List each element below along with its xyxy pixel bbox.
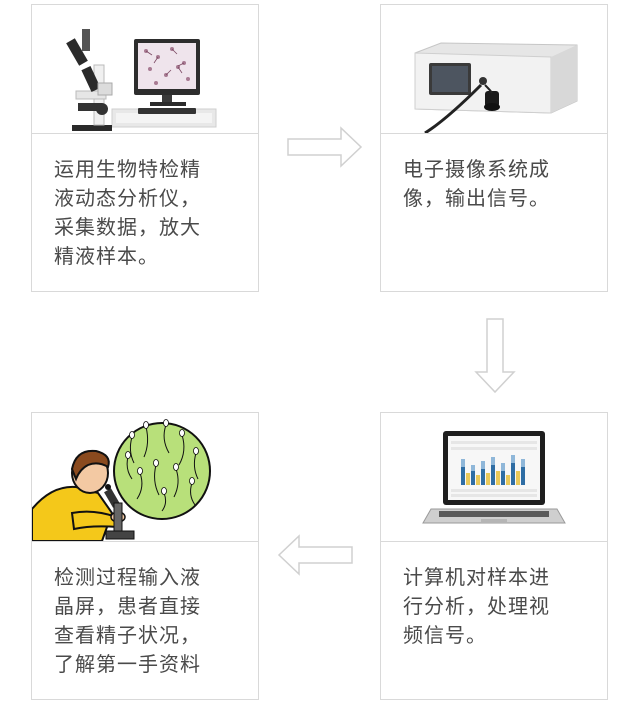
step-4-text: 检测过程输入液 晶屏，患者直接 查看精子状况， 了解第一手资料 [54, 565, 201, 676]
step-card-2: 电子摄像系统成 像，输出信号。 [380, 4, 608, 292]
step-card-1: 运用生物特检精 液动态分析仪， 采集数据，放大 精液样本。 [31, 4, 259, 292]
step-card-3: 计算机对样本进 行分析，处理视 频信号。 [380, 412, 608, 700]
laptop-analysis-icon [381, 413, 607, 542]
microscope-computer-icon [32, 5, 258, 134]
step-card-4: 检测过程输入液 晶屏，患者直接 查看精子状况， 了解第一手资料 [31, 412, 259, 700]
camera-device-icon [381, 5, 607, 134]
step-3-text: 计算机对样本进 行分析，处理视 频信号。 [403, 565, 550, 647]
arrow-down-icon [474, 318, 516, 394]
arrow-right-icon [287, 126, 363, 168]
person-microscope-icon [32, 413, 258, 542]
step-2-text: 电子摄像系统成 像，输出信号。 [403, 157, 550, 210]
arrow-left-icon [277, 534, 353, 576]
step-1-text: 运用生物特检精 液动态分析仪， 采集数据，放大 精液样本。 [54, 157, 201, 268]
